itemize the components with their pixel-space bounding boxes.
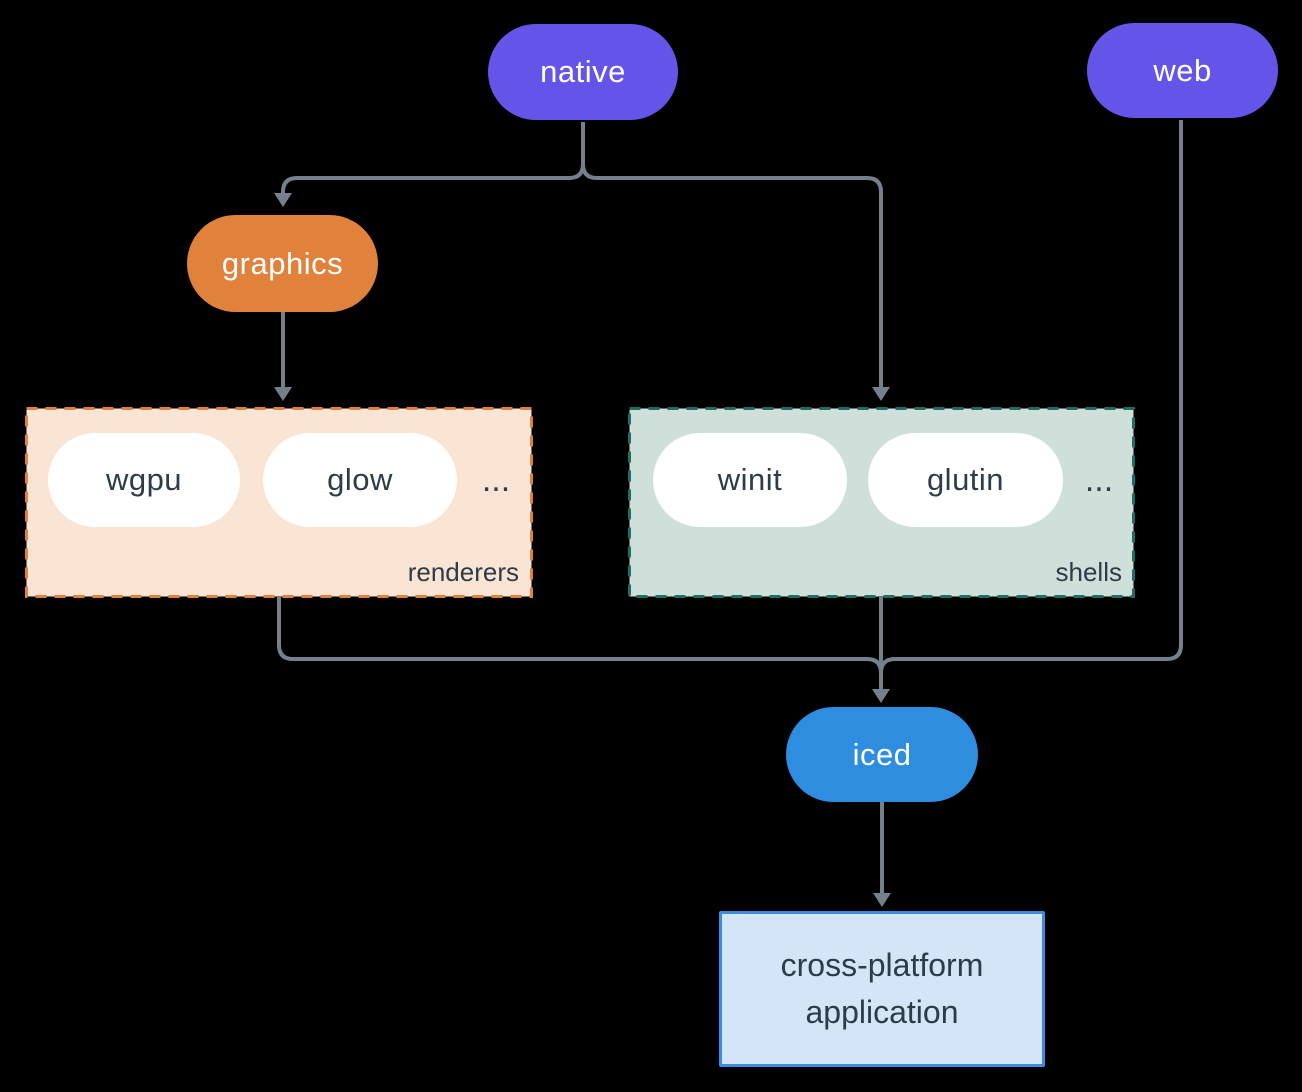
arrowhead-into-iced bbox=[872, 689, 890, 703]
node-web: web bbox=[1087, 23, 1278, 118]
connector-native-to-shells bbox=[581, 122, 883, 389]
node-native: native bbox=[488, 24, 678, 120]
shells-ellipsis: ... bbox=[1084, 460, 1114, 499]
node-native-label: native bbox=[540, 54, 626, 89]
node-iced: iced bbox=[786, 707, 978, 802]
connector-web-to-iced bbox=[879, 120, 1183, 674]
connector-renderers-to-iced bbox=[277, 597, 883, 674]
node-glutin-label: glutin bbox=[926, 462, 1005, 497]
shells-group-label: shells bbox=[1055, 557, 1122, 587]
node-wgpu-label: wgpu bbox=[105, 462, 183, 497]
renderers-ellipsis: ... bbox=[481, 460, 511, 499]
node-glutin: glutin bbox=[868, 433, 1063, 527]
node-graphics: graphics bbox=[187, 215, 378, 312]
node-application-label: cross-platform application bbox=[780, 947, 984, 1030]
renderers-group-label: renderers bbox=[407, 557, 519, 587]
arrowhead-into-graphics bbox=[274, 193, 292, 207]
node-graphics-label: graphics bbox=[221, 245, 344, 281]
arrowhead-into-application bbox=[873, 893, 891, 907]
node-glow-label: glow bbox=[327, 462, 393, 497]
connector-native-to-graphics bbox=[281, 122, 585, 196]
node-wgpu: wgpu bbox=[48, 433, 240, 527]
node-winit-label: winit bbox=[717, 462, 783, 497]
node-iced-label: iced bbox=[852, 736, 912, 772]
arrowhead-into-shells bbox=[872, 387, 890, 401]
node-web-label: web bbox=[1153, 52, 1212, 88]
group-shells: winit glutin ... shells bbox=[628, 407, 1136, 598]
node-glow: glow bbox=[263, 433, 457, 527]
node-winit: winit bbox=[653, 433, 847, 527]
group-renderers: wgpu glow ... renderers bbox=[25, 407, 533, 598]
node-cross-platform-application: cross-platform application bbox=[719, 911, 1045, 1067]
arrowhead-into-renderers bbox=[274, 387, 292, 401]
